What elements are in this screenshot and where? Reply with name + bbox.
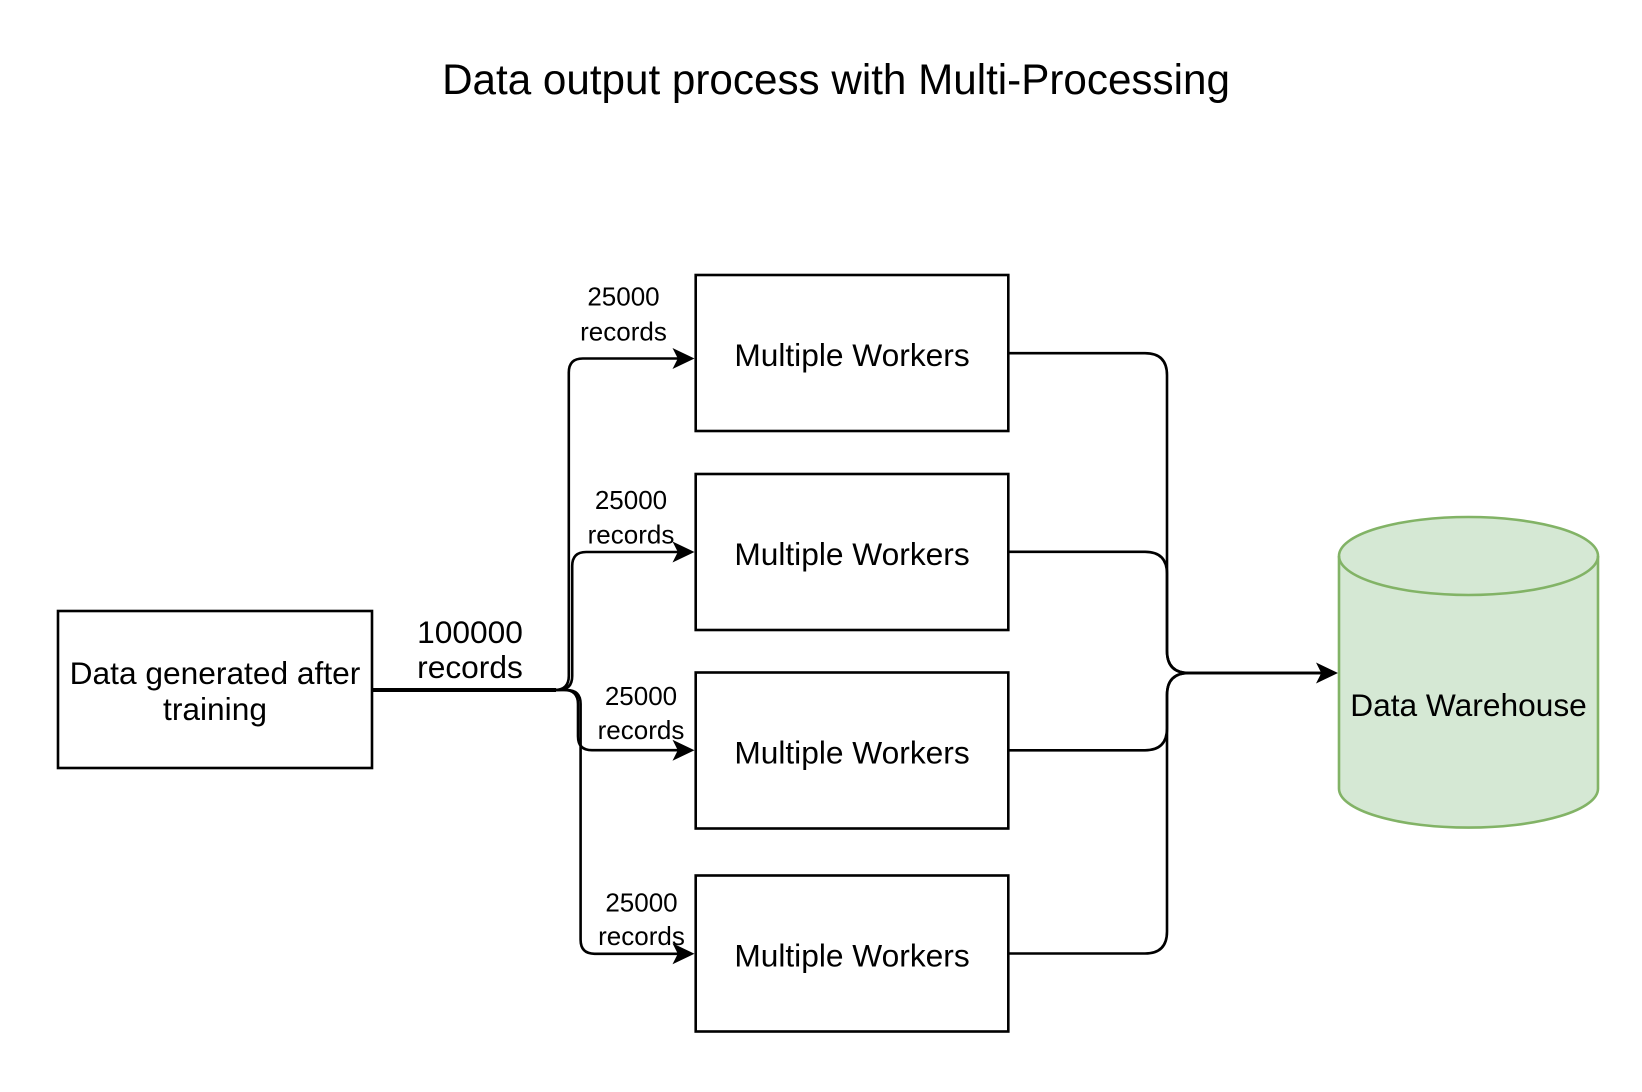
svg-text:100000: 100000 xyxy=(417,614,523,650)
svg-text:records: records xyxy=(588,520,675,550)
svg-text:records: records xyxy=(580,317,667,347)
svg-text:25000: 25000 xyxy=(587,282,659,312)
svg-text:25000: 25000 xyxy=(595,485,667,515)
svg-text:training: training xyxy=(163,691,267,727)
svg-text:Multiple Workers: Multiple Workers xyxy=(734,734,969,770)
svg-text:Data output process with Multi: Data output process with Multi-Processin… xyxy=(442,56,1230,103)
svg-text:25000: 25000 xyxy=(605,681,677,711)
svg-text:Multiple Workers: Multiple Workers xyxy=(734,938,969,974)
svg-text:25000: 25000 xyxy=(605,887,677,917)
svg-text:Multiple Workers: Multiple Workers xyxy=(734,536,969,572)
svg-text:Multiple Workers: Multiple Workers xyxy=(734,337,969,373)
svg-text:Data Warehouse: Data Warehouse xyxy=(1350,687,1587,723)
svg-text:records: records xyxy=(417,649,523,685)
svg-text:Data generated after: Data generated after xyxy=(70,655,361,691)
svg-text:records: records xyxy=(598,921,685,951)
svg-text:records: records xyxy=(598,715,685,745)
